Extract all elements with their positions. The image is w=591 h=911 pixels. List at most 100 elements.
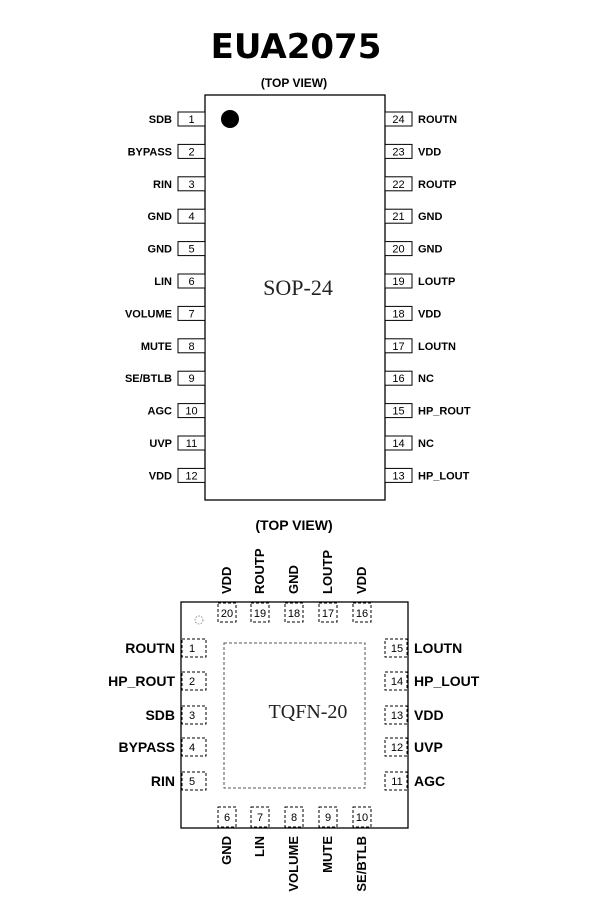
pin-pad bbox=[384, 737, 408, 757]
pin-number: 5 bbox=[189, 776, 195, 788]
pin-number: 4 bbox=[189, 742, 195, 754]
sop-top-view-label: (TOP VIEW) bbox=[261, 76, 327, 90]
pin-number: 2 bbox=[189, 676, 195, 688]
pin-pad bbox=[384, 705, 408, 725]
pin-pad bbox=[217, 806, 237, 828]
pin-name: LOUTP bbox=[320, 550, 335, 594]
sop-left-pins: 1SDB2BYPASS3RIN4GND5GND6LIN7VOLUME8MUTE9… bbox=[125, 111, 206, 483]
pin-pad bbox=[318, 602, 338, 623]
pin-name: LOUTP bbox=[418, 276, 455, 288]
pin-name: VDD bbox=[219, 567, 234, 594]
pin-box bbox=[177, 143, 206, 159]
pin-box bbox=[177, 370, 206, 386]
pin-box bbox=[384, 143, 413, 159]
pin-box bbox=[177, 305, 206, 321]
pin-number: 4 bbox=[188, 211, 194, 223]
pin-name: NC bbox=[418, 438, 434, 450]
pin-pad bbox=[384, 771, 408, 791]
pin-number: 3 bbox=[188, 179, 194, 191]
pin-name: GND bbox=[418, 211, 443, 223]
pin-number: 10 bbox=[185, 406, 197, 418]
pin-pad bbox=[181, 671, 207, 691]
pin-name: RIN bbox=[151, 773, 175, 789]
sop-body bbox=[204, 94, 386, 501]
pin-number: 15 bbox=[392, 406, 404, 418]
pin-name: VOLUME bbox=[125, 308, 172, 320]
pin1-marker-circle bbox=[194, 615, 204, 625]
tqfn-body bbox=[180, 601, 409, 829]
pin-name: UVP bbox=[149, 438, 172, 450]
pin-box bbox=[384, 403, 413, 419]
sop-pin-4: 4 GND bbox=[148, 208, 206, 224]
pin-number: 12 bbox=[391, 742, 403, 754]
pin-box bbox=[177, 273, 206, 289]
sop-pin-11: 11 UVP bbox=[149, 435, 206, 451]
pin-number: 21 bbox=[392, 211, 404, 223]
pin-pad bbox=[352, 602, 372, 623]
pin-number: 1 bbox=[189, 643, 195, 655]
pin-box bbox=[177, 241, 206, 257]
pin-name: VDD bbox=[149, 470, 172, 482]
tqfn-pin-16: 16 VDD bbox=[352, 567, 372, 623]
exposed-pad bbox=[223, 642, 366, 789]
pin-name: GND bbox=[148, 211, 173, 223]
tqfn-pin-1: 1 ROUTN bbox=[125, 638, 207, 658]
pin-pad bbox=[217, 602, 237, 623]
pin-box bbox=[384, 338, 413, 354]
pin-name: LOUTN bbox=[418, 341, 456, 353]
pin-number: 10 bbox=[356, 812, 368, 824]
pin-number: 7 bbox=[188, 308, 194, 320]
pin-name: AGC bbox=[148, 406, 173, 418]
pin-number: 9 bbox=[188, 373, 194, 385]
pin-name: GND bbox=[219, 836, 234, 865]
pin-box bbox=[384, 241, 413, 257]
pin-pad bbox=[181, 771, 207, 791]
pin-number: 1 bbox=[188, 114, 194, 126]
pin-name: VDD bbox=[354, 567, 369, 594]
pin-name: ROUTN bbox=[125, 640, 175, 656]
sop24-package: (TOP VIEW) SOP-24 1SDB2BYPASS3RIN4GND5GN… bbox=[125, 76, 471, 501]
pin-name: ROUTP bbox=[252, 548, 267, 594]
pin-pad bbox=[352, 806, 372, 828]
pin-name: SDB bbox=[149, 114, 172, 126]
pin-name: GND bbox=[418, 244, 443, 256]
pin-box bbox=[384, 305, 413, 321]
pin-box bbox=[177, 176, 206, 192]
pin-name: NC bbox=[418, 373, 434, 385]
pin-pad bbox=[250, 806, 270, 828]
pin-number: 17 bbox=[392, 341, 404, 353]
pin-number: 12 bbox=[185, 470, 197, 482]
pin-name: SDB bbox=[145, 707, 175, 723]
pin-box bbox=[177, 435, 206, 451]
pin-pad bbox=[250, 602, 270, 623]
pin-number: 11 bbox=[186, 438, 197, 450]
pin-number: 16 bbox=[356, 608, 368, 620]
pin-box bbox=[384, 370, 413, 386]
tqfn20-package: (TOP VIEW) TQFN-20 20VDD19ROUTP18GND17LO… bbox=[108, 517, 480, 892]
